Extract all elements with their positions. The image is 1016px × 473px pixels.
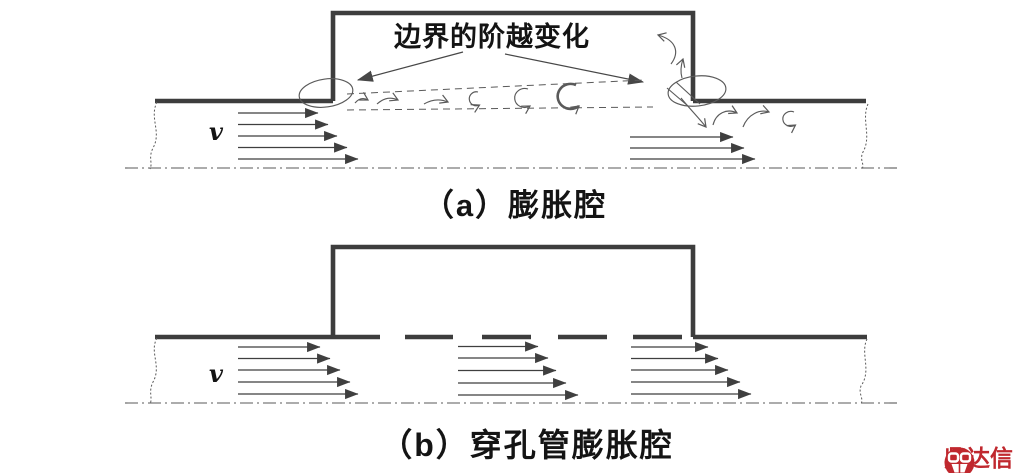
vortex-glyph: [354, 92, 370, 104]
left-corner-ellipse: [298, 78, 354, 108]
vortex-glyph: [514, 87, 532, 115]
velocity-symbol-b: v: [209, 359, 223, 388]
vortex-glyph: [376, 92, 400, 105]
diagram-b-perforated-chamber: [125, 244, 898, 405]
vortex-glyph-large: [556, 82, 580, 115]
cone-lower-dashed: [346, 106, 654, 111]
vortex-glyph: [423, 94, 450, 105]
shear-layer-cone: [346, 79, 654, 111]
cone-upper-dashed: [346, 79, 646, 95]
velocity-profile-b-outlet: [631, 341, 752, 400]
leader-arrow-right: [504, 53, 645, 85]
wake-wave-arrow: [742, 104, 771, 128]
wake-vortex-glyph: [782, 110, 797, 134]
velocity-profile-b-middle: [458, 341, 579, 401]
separation-arrow: [680, 97, 707, 128]
velocity-profile-a-inlet: [238, 107, 359, 165]
brand-watermark: 鼎达信: [944, 447, 1013, 473]
leader-arrow-left: [356, 51, 464, 82]
right-corner-ellipse: [667, 75, 727, 107]
pipe-break-line: [859, 338, 868, 405]
recirculation-arrow: [656, 32, 677, 65]
velocity-profile-b-inlet: [238, 341, 359, 400]
pipe-break-line: [149, 337, 158, 405]
wake-wave-arrow: [712, 105, 739, 126]
shear-layer-vortices: [354, 82, 580, 115]
pipe-break-line: [861, 103, 869, 170]
boundary-step-label: 边界的阶越变化: [394, 22, 590, 52]
diagram-a-expansion-chamber: [125, 10, 897, 170]
vortex-glyph: [468, 91, 481, 113]
caption-b: （b）穿孔管膨胀腔: [380, 427, 674, 463]
caption-a: （a）膨胀腔: [422, 188, 608, 223]
dingdaxin-emblem-icon: [944, 447, 975, 473]
velocity-symbol-a: v: [209, 117, 223, 146]
outlet-corner-turbulence: [656, 32, 797, 134]
up-flow-arrow: [675, 57, 686, 79]
label-leader-arrows: [356, 51, 645, 85]
chamber-outline: [330, 244, 696, 337]
chamber-outline: [330, 10, 696, 101]
ellipse-fold-stroke: [675, 81, 701, 105]
pipe-break-line: [149, 101, 158, 170]
velocity-profile-a-outlet: [630, 131, 756, 165]
